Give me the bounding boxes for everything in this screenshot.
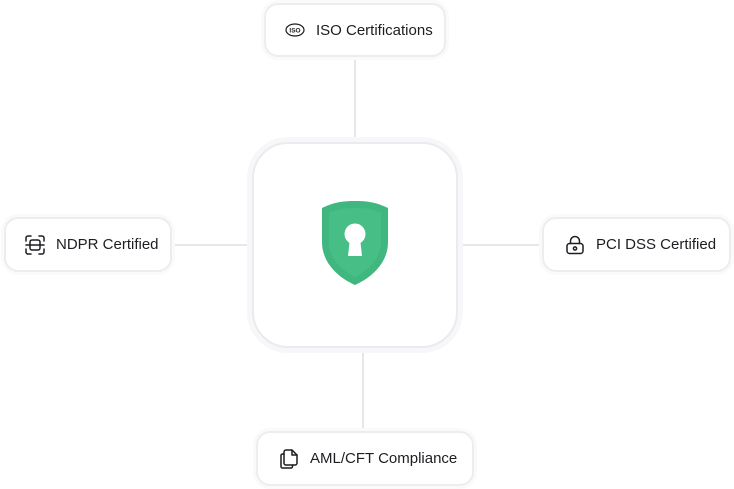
shield-keyhole-icon — [318, 198, 392, 293]
pci-dss-certified-card: PCI DSS Certified — [542, 217, 731, 272]
documents-icon — [278, 448, 300, 470]
connector-bottom — [362, 350, 364, 430]
svg-text:ISO: ISO — [289, 28, 300, 35]
aml-cft-compliance-label: AML/CFT Compliance — [310, 450, 458, 467]
connector-right — [460, 244, 542, 246]
connector-top — [354, 58, 356, 140]
security-hub — [252, 142, 458, 348]
connector-left — [172, 244, 250, 246]
iso-logo-icon: ISO — [284, 19, 306, 41]
ndpr-certified-card: NDPR Certified — [4, 217, 172, 272]
scan-frame-icon — [24, 234, 46, 256]
iso-certifications-card: ISO ISO Certifications — [264, 3, 446, 57]
aml-cft-compliance-card: AML/CFT Compliance — [256, 431, 474, 486]
iso-certifications-label: ISO Certifications — [316, 21, 433, 39]
lock-icon — [564, 234, 586, 256]
pci-dss-certified-label: PCI DSS Certified — [596, 236, 717, 253]
ndpr-certified-label: NDPR Certified — [56, 236, 159, 253]
